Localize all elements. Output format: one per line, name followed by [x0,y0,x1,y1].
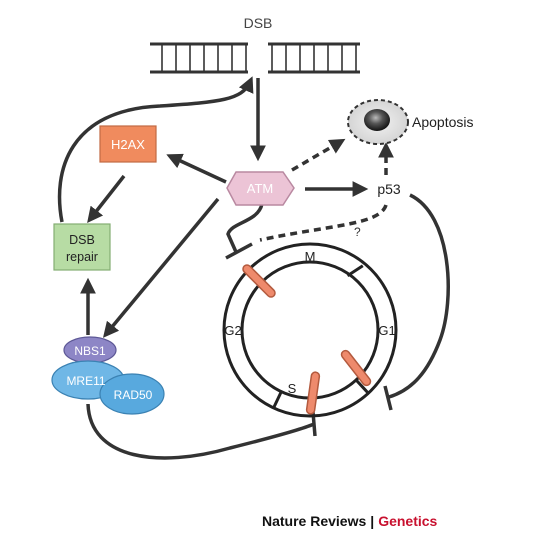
h2ax-node: H2AX [99,125,157,163]
phase-g1-label: G1 [378,323,395,338]
dsb-repair-label-2: repair [66,250,98,264]
atm-label: ATM [247,181,273,196]
phase-m-label: M [305,249,316,264]
dsb-label: DSB [244,15,273,31]
footer-credit: Nature Reviews|Genetics [262,513,522,529]
apoptosis-cell-icon [347,99,409,145]
p53-to-g1-inhibition [388,193,450,399]
nbs1-label: NBS1 [74,344,106,358]
g1-inhibition-bar [383,385,393,411]
g2m-inhibition-bar [225,242,253,260]
phase-s-label: S [288,381,297,396]
atm-to-h2ax-arrow [166,153,227,184]
h2ax-to-repair-arrow [87,174,126,223]
dsb-repair-label-1: DSB [69,233,95,247]
g1-checkpoint-bar [340,349,372,387]
p53-to-g2m-inhibition-dashed [259,204,388,242]
mrn-complex: NBS1 MRE11 RAD50 [51,336,165,415]
rad50-label: RAD50 [114,388,153,402]
phase-g2-label: G2 [224,323,241,338]
apoptosis-label: Apoptosis [412,114,473,130]
s-checkpoint-bar [305,371,321,415]
atm-node: ATM [226,171,295,206]
rad50-node [99,373,165,415]
footer-section: Genetics [378,513,438,529]
g2m-checkpoint-bar [242,264,276,298]
repair-to-dsb-arrow [57,76,254,223]
broken-dna [150,42,360,74]
dsb-repair-node: DSB repair [53,223,111,271]
footer-separator: | [370,513,375,529]
p53-label: p53 [377,181,401,197]
atm-to-g2m-inhibition [226,203,264,253]
atm-to-mrn-arrow [102,197,220,338]
atm-to-apoptosis-arrow [291,138,346,172]
mrn-to-s-inhibition [86,403,315,460]
mre11-label: MRE11 [66,374,105,388]
footer-journal: Nature Reviews [262,513,367,529]
h2ax-label: H2AX [111,137,145,152]
question-mark: ? [354,225,361,239]
